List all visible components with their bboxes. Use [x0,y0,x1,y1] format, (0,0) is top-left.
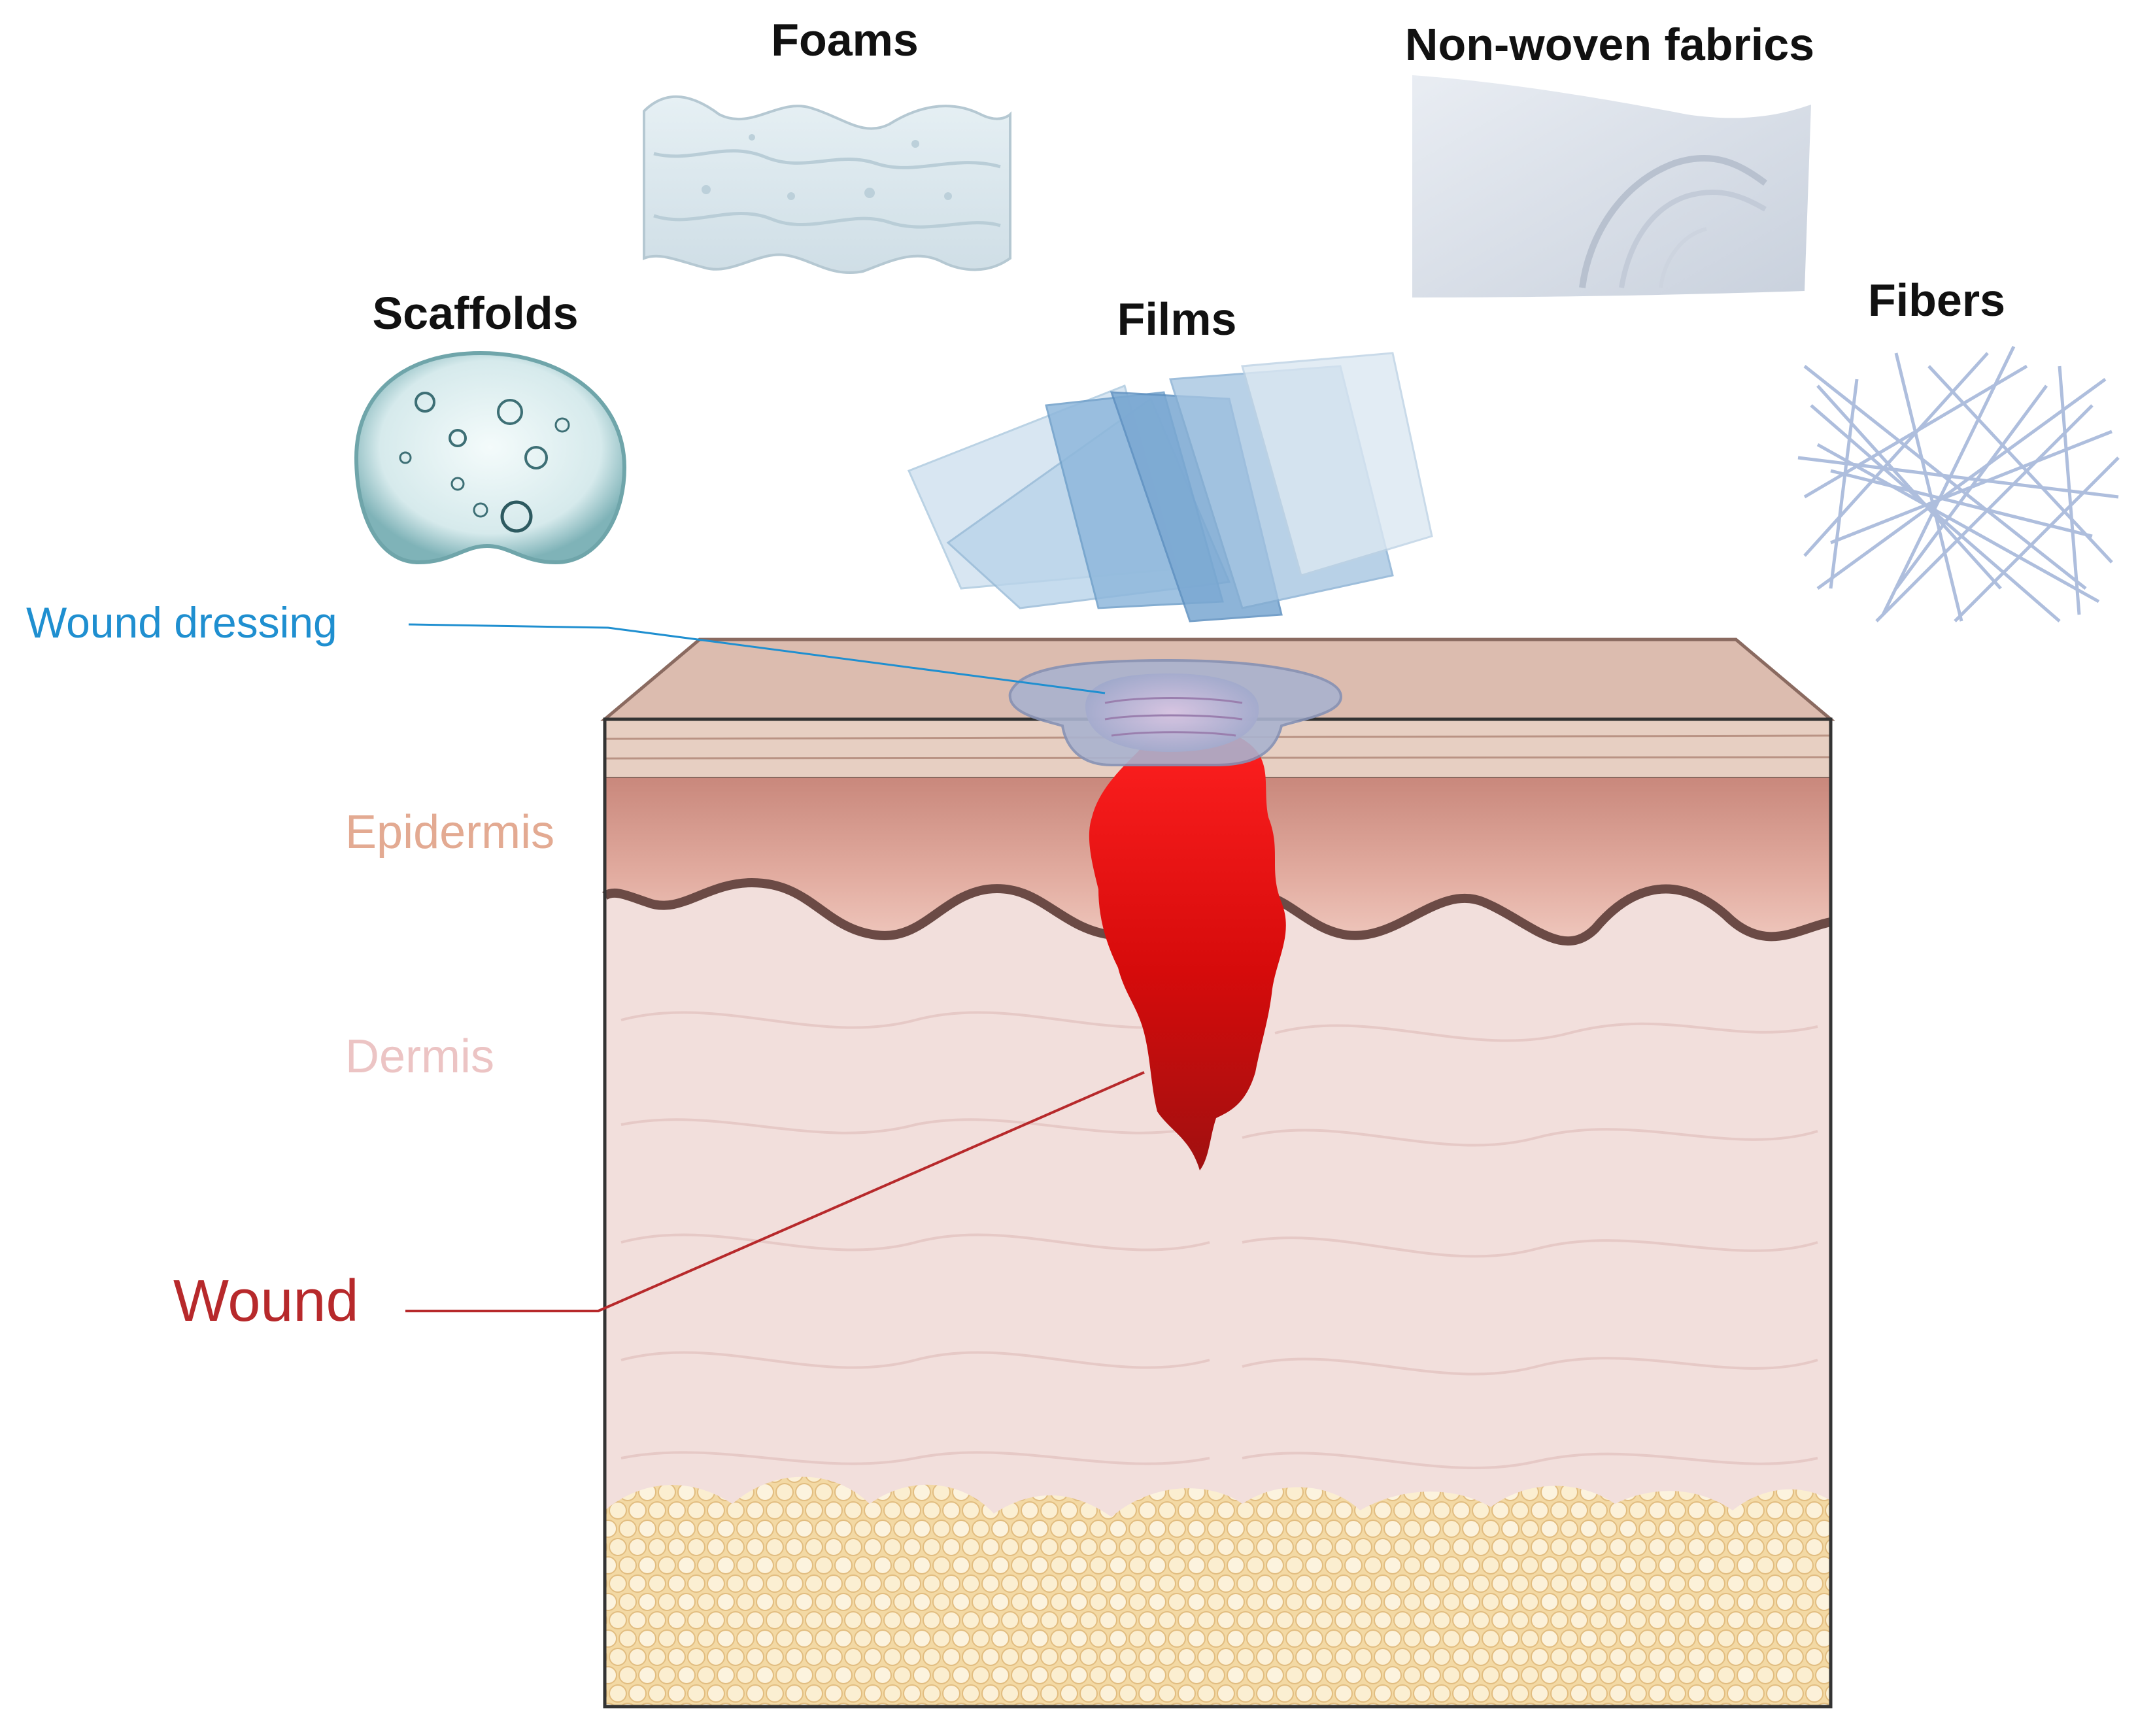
scaffolds-label: Scaffolds [372,288,578,339]
fiber-mesh-icon [1797,345,2120,622]
film-stack-icon [907,352,1433,622]
foams-item: Foams [643,14,1011,274]
wound-dressing-leader [408,623,1106,694]
films-label: Films [1117,294,1237,345]
wound-dressing-label: Wound dressing [26,598,337,647]
wound-leader [405,1071,1145,1312]
fibers-item: Fibers [1797,275,2120,622]
fabric-sheet-icon [1412,75,1811,298]
non-woven-fabrics-label: Non-woven fabrics [1405,19,1814,70]
skin-cross-section [600,638,1835,1709]
wound-shape [1089,725,1286,1170]
scaffolds-item: Scaffolds [354,288,627,565]
films-item: Films [907,294,1433,622]
dermis-label: Dermis [345,1030,494,1083]
non-woven-fabrics-item: Non-woven fabrics [1405,19,1814,298]
epidermis-label: Epidermis [345,806,554,859]
foam-sheet-icon [643,95,1011,274]
wound-callout: Wound [173,1071,1145,1334]
dermis-fibers [620,1011,1818,1469]
fat-layer [605,1476,1831,1707]
wound-dressing-pad [1008,658,1342,766]
wound-label: Wound [173,1268,359,1334]
wound-dressing-callout: Wound dressing [26,598,1106,694]
foams-label: Foams [771,14,919,65]
hydrogel-drop-icon [354,350,627,565]
fibers-label: Fibers [1868,275,2005,326]
